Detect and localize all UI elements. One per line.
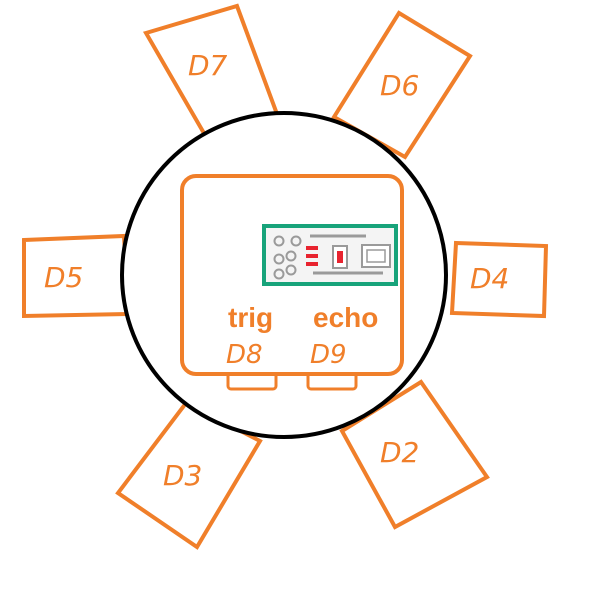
board-hole-icon — [285, 250, 297, 262]
circuit-board-icon — [262, 224, 398, 286]
sensor-d2: D2 — [339, 379, 490, 530]
board-hole-icon — [285, 264, 297, 276]
board-crystal — [361, 244, 391, 268]
board-chip-core — [337, 251, 343, 263]
sensor-d5: D5 — [22, 233, 131, 319]
board-hole-icon — [273, 253, 285, 265]
led-indicator — [306, 262, 318, 266]
sensor-d7-label: D7 — [188, 49, 228, 82]
led-indicator — [306, 246, 318, 250]
board-hole-icon — [290, 235, 302, 247]
sensor-d4-label: D4 — [470, 262, 509, 295]
sensor-d6-label: D6 — [380, 69, 419, 102]
sensor-d4-box — [449, 240, 549, 319]
trig-label: trig — [228, 302, 273, 333]
board-hole-icon — [273, 268, 285, 280]
echo-pin-label: D9 — [310, 340, 347, 370]
sensor-d2-box — [339, 379, 490, 530]
board-hole-icon — [273, 235, 285, 247]
board-crystal-inner — [366, 249, 386, 263]
echo-label: echo — [313, 302, 378, 333]
sensor-d4: D4 — [449, 240, 549, 319]
ultrasonic-module: trig echo D8 D9 — [180, 174, 404, 391]
sensor-d2-label: D2 — [380, 436, 419, 469]
sensor-d3-label: D3 — [163, 459, 202, 492]
sensor-d5-label: D5 — [44, 261, 83, 294]
trig-pin-label: D8 — [226, 340, 263, 370]
led-indicator — [306, 254, 318, 258]
